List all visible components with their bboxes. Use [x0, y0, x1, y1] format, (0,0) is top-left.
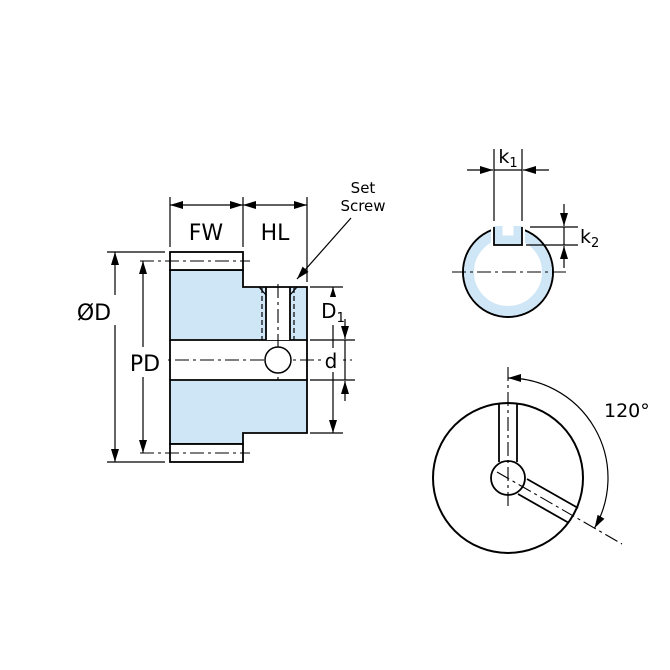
gear-body-lower-half	[169, 379, 308, 445]
keyway-detail-view: k1 k2	[452, 146, 599, 318]
hub-length-label: HL	[261, 221, 291, 246]
dimension-bore: d	[310, 319, 355, 401]
set-screw-bore-opening	[264, 346, 292, 374]
side-section-view	[140, 251, 352, 463]
dimension-keyway-width: k1	[467, 146, 549, 221]
bore-label: d	[325, 349, 338, 373]
hub-diameter-label: D1	[321, 299, 345, 326]
keyway-width-label: k1	[498, 146, 517, 171]
dimension-keyway-depth: k2	[526, 204, 599, 268]
tooth-band-top	[169, 251, 244, 271]
dimension-hub-diameter: D1	[310, 286, 353, 434]
tooth-band-bottom	[169, 443, 244, 463]
keyway-slot-highlight	[493, 226, 523, 245]
set-screw-angle-label: 120°	[604, 400, 650, 422]
keyway-depth-label: k2	[580, 226, 599, 251]
set-screw-note-line1: Set	[351, 179, 376, 197]
angled-centerline	[496, 471, 623, 545]
angle-arc-arrow	[507, 374, 609, 529]
pitch-diameter-label: PD	[130, 352, 160, 377]
set-screw-callout: Set Screw	[296, 179, 386, 280]
dimension-face-width: FW	[169, 197, 244, 247]
set-screw-note-line2: Screw	[340, 197, 385, 215]
set-screw-hole	[258, 284, 298, 380]
dimension-pitch-diameter: PD	[123, 261, 167, 453]
face-width-label: FW	[189, 221, 224, 246]
set-screw-leader-arrow	[296, 217, 352, 280]
outer-diameter-label: ØD	[77, 301, 111, 326]
front-view: 120°	[432, 367, 650, 554]
dimension-outer-diameter: ØD	[70, 251, 165, 463]
keyway-slot-outline	[493, 227, 523, 246]
dimension-hub-length: HL	[243, 197, 308, 282]
